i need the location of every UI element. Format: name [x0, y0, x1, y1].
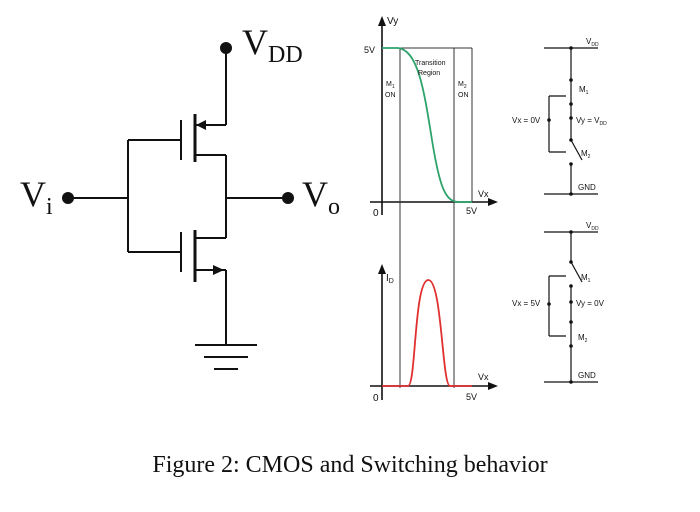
- current-y-arrow-icon: [378, 264, 386, 274]
- high-input-node: [547, 302, 551, 306]
- region-m2-state: ON: [458, 92, 469, 99]
- current-x-tick: 5V: [466, 392, 477, 402]
- low-gnd-node: [569, 192, 573, 196]
- current-y-label: ID: [386, 273, 394, 285]
- low-vdd-label: VDD: [586, 37, 599, 48]
- input-label: Vi: [20, 174, 53, 220]
- nmos-arrow-icon: [213, 265, 224, 275]
- region-transition-line2: Region: [418, 70, 440, 77]
- low-input-node: [547, 118, 551, 122]
- region-m2-label: M2: [458, 81, 467, 90]
- transfer-origin: 0: [373, 208, 379, 219]
- high-m2-label: M2: [578, 333, 588, 344]
- output-terminal: [282, 192, 294, 204]
- output-label: Vo: [302, 174, 340, 220]
- high-vdd-label: VDD: [586, 221, 599, 232]
- transfer-plot: Vy 5V 0 Vx 5V M1 ON Transition Region M2…: [364, 16, 498, 388]
- current-curve: [382, 279, 472, 387]
- region-m1-label: M1: [386, 81, 395, 90]
- high-m2-top-node: [569, 320, 573, 324]
- pmos-arrow-icon: [196, 120, 206, 130]
- current-x-label: Vx: [478, 372, 489, 382]
- high-m1-top-node: [569, 260, 573, 264]
- current-origin: 0: [373, 393, 379, 404]
- high-m1-bottom-node: [569, 284, 573, 288]
- low-m2-bottom-node: [569, 162, 573, 166]
- transfer-curve: [382, 47, 472, 203]
- switch-model-low-input: [544, 47, 598, 195]
- region-m1-state: ON: [385, 92, 396, 99]
- low-m2-open-switch: [570, 139, 583, 161]
- transfer-x-tick: 5V: [466, 206, 477, 216]
- transfer-x-arrow-icon: [488, 198, 498, 206]
- cmos-inverter-schematic: [68, 48, 288, 370]
- low-gnd-label: GND: [578, 183, 596, 192]
- low-m1-top-node: [569, 78, 573, 82]
- high-gnd-node: [569, 380, 573, 384]
- high-input-label: Vx = 5V: [512, 299, 541, 308]
- transfer-x-label: Vx: [478, 189, 489, 199]
- figure-caption: Figure 2: CMOS and Switching behavior: [152, 452, 548, 478]
- region-transition-line1: Transition: [415, 60, 446, 67]
- low-m2-top-node: [569, 138, 573, 142]
- high-vdd-node: [569, 230, 573, 234]
- high-gnd-label: GND: [578, 371, 596, 380]
- high-m2-bottom-node: [569, 344, 573, 348]
- current-plot: ID Vx 5V 0: [370, 264, 498, 404]
- vdd-label: VDD: [242, 22, 303, 68]
- current-x-arrow-icon: [488, 382, 498, 390]
- high-output-label: Vy = 0V: [576, 299, 605, 308]
- high-m1-label: M1: [581, 273, 591, 284]
- low-output-node: [569, 116, 573, 120]
- low-m1-label: M1: [579, 85, 589, 96]
- low-m1-bottom-node: [569, 102, 573, 106]
- low-m2-label: M2: [581, 149, 591, 160]
- transfer-y-label: Vy: [387, 16, 398, 27]
- transfer-y-arrow-icon: [378, 16, 386, 26]
- transfer-y-tick: 5V: [364, 45, 375, 55]
- high-output-node: [569, 300, 573, 304]
- low-vdd-node: [569, 46, 573, 50]
- low-input-label: Vx = 0V: [512, 116, 541, 125]
- input-terminal: [62, 192, 74, 204]
- low-output-label: Vy = VDD: [576, 116, 607, 127]
- vdd-terminal: [220, 42, 232, 54]
- high-m1-open-switch: [570, 261, 583, 283]
